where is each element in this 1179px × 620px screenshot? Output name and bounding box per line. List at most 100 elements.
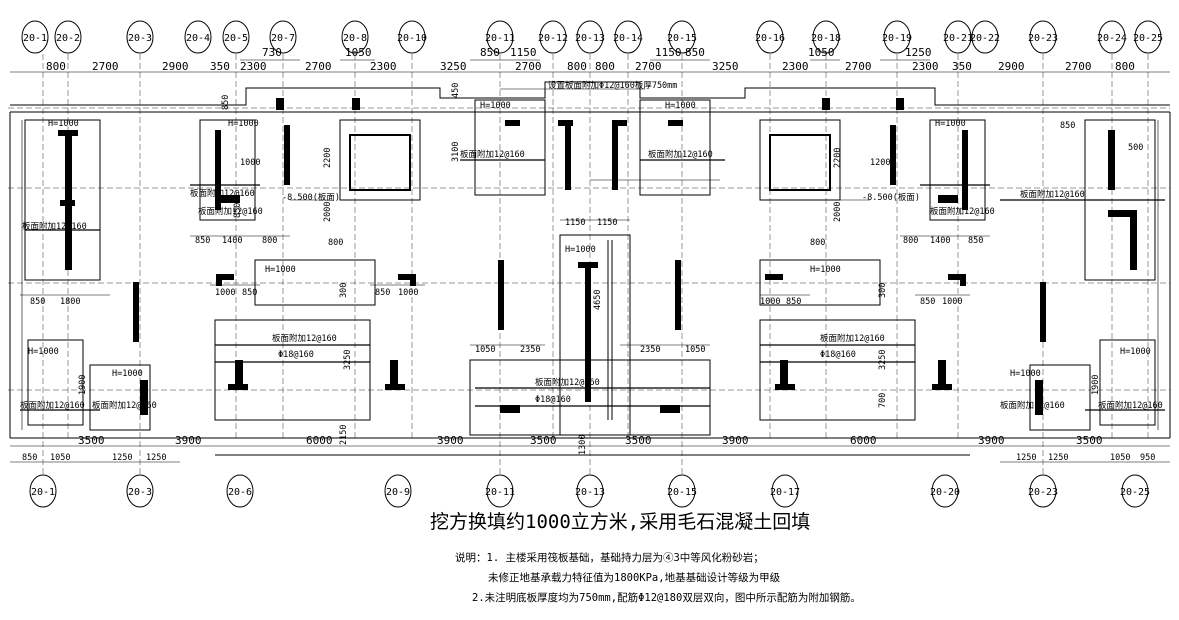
dim-text: 850 xyxy=(968,236,983,246)
note-line-2: 未修正地基承载力特征值为1800KPa,地基基础设计等级为甲级 xyxy=(488,571,781,584)
dim-text: 850 xyxy=(786,297,801,307)
rebar-label: 板面附加12@160 xyxy=(92,400,157,411)
axis-label: 20-8 xyxy=(343,33,367,44)
rebar-label: 板面附加12@160 xyxy=(190,188,255,199)
dim-text: 450 xyxy=(451,83,461,98)
dim-text: 3900 xyxy=(978,434,1005,447)
axis-label: 20-3 xyxy=(128,33,152,44)
depth-label: H=1000 xyxy=(265,265,296,275)
axis-label: 20-20 xyxy=(930,487,960,498)
axis-label: 20-6 xyxy=(228,487,252,498)
axis-bubble: 20-1 xyxy=(29,474,57,508)
axis-label: 20-16 xyxy=(755,33,785,44)
dim-text: 300 xyxy=(339,283,349,298)
bottom-dimensions: 3500 3900 6000 3900 3500 3500 3900 6000 … xyxy=(10,434,1170,463)
rebar-label: 板面附加12@160 xyxy=(648,149,713,160)
dim-text: 1250 xyxy=(1016,453,1036,463)
axis-label: 20-9 xyxy=(386,487,410,498)
rebar-label: Φ18@160 xyxy=(820,350,856,360)
dim-text: 1050 xyxy=(808,46,835,59)
axis-bubble: 20-19 xyxy=(882,20,912,54)
dim-text: 3500 xyxy=(1076,434,1103,447)
dim-text: 850 xyxy=(22,453,37,463)
dim-text: 850 xyxy=(1060,121,1075,131)
dim-text: 1400 xyxy=(930,236,950,246)
axis-bubble: 20-8 xyxy=(341,20,369,54)
dim-text: 1150 xyxy=(510,46,537,59)
elevation-label: -8.500(板面) xyxy=(862,192,920,203)
depth-label: H=1000 xyxy=(810,265,841,275)
inner-dimension-text: 850 1400 800 800 1400 850 850 1800 1000 … xyxy=(30,83,1143,455)
dim-text: 2700 xyxy=(845,60,872,73)
dim-text: 2350 xyxy=(640,345,660,355)
rebar-lines xyxy=(20,159,1165,411)
depth-label: H=1000 xyxy=(112,369,143,379)
depth-label: H=1000 xyxy=(48,119,79,129)
axis-label: 20-24 xyxy=(1097,33,1127,44)
dim-text: 6000 xyxy=(306,434,333,447)
axis-label: 20-17 xyxy=(770,487,800,498)
dim-text: 800 xyxy=(1115,60,1135,73)
dim-text: 1200 xyxy=(870,158,890,168)
elevation-label: -8.500(板面) xyxy=(282,192,340,203)
depth-label: H=1000 xyxy=(480,101,511,111)
axis-bubble: 20-15 xyxy=(667,20,697,54)
dim-text: 850 xyxy=(375,288,390,298)
shear-walls xyxy=(58,98,1137,415)
axis-label: 20-1 xyxy=(31,487,55,498)
rebar-label: 板面附加12@160 xyxy=(22,221,87,232)
dim-text: 950 xyxy=(1140,453,1155,463)
axis-bubble: 20-11 xyxy=(485,20,515,54)
dim-text: 800 xyxy=(810,238,825,248)
dim-text: 6000 xyxy=(850,434,877,447)
dim-text: 2700 xyxy=(92,60,119,73)
dim-text: 730 xyxy=(262,46,282,59)
dim-text: 3250 xyxy=(343,350,353,370)
axis-label: 20-10 xyxy=(397,33,427,44)
rebar-label: 板面附加12@160 xyxy=(1098,400,1163,411)
dim-text: 2700 xyxy=(635,60,662,73)
dim-text: 2300 xyxy=(370,60,397,73)
dim-text: 3250 xyxy=(712,60,739,73)
axis-label: 20-21 xyxy=(943,33,973,44)
dim-text: 350 xyxy=(210,60,230,73)
axis-label: 20-4 xyxy=(186,33,210,44)
dim-text: 1150 xyxy=(565,218,585,228)
axis-bubble: 20-17 xyxy=(770,474,800,508)
top-axis-bubbles: 20-1 20-2 20-3 20-4 20-5 20-7 20-8 20-10… xyxy=(21,20,1163,54)
dim-text: 1000 xyxy=(942,297,962,307)
axis-bubble: 20-14 xyxy=(613,20,643,54)
dim-text: 1000 xyxy=(240,158,260,168)
axis-bubble: 20-20 xyxy=(930,474,960,508)
dim-text: 850 xyxy=(685,46,705,59)
depth-label: H=1000 xyxy=(665,101,696,111)
axis-bubble: 20-13 xyxy=(575,20,605,54)
dim-text: 2300 xyxy=(240,60,267,73)
rebar-label: 板面附加12@160 xyxy=(1000,400,1065,411)
inner-dimension-lines xyxy=(20,88,990,346)
axis-bubble: 20-2 xyxy=(54,20,82,54)
raft-outline xyxy=(9,81,1171,456)
dim-text: 2150 xyxy=(339,425,349,445)
rebar-label: 板面附加12@160 xyxy=(1020,189,1085,200)
depth-label: H=1000 xyxy=(28,347,59,357)
axis-bubble: 20-25 xyxy=(1133,20,1163,54)
dim-text: 3500 xyxy=(625,434,652,447)
axis-label: 20-25 xyxy=(1120,487,1150,498)
dim-text: 2200 xyxy=(323,148,333,168)
dim-text: 850 xyxy=(920,297,935,307)
axis-label: 20-13 xyxy=(575,487,605,498)
dim-text: 1050 xyxy=(475,345,495,355)
depth-label: H=1000 xyxy=(565,245,596,255)
dim-text: 850 xyxy=(221,95,231,110)
dim-text: 850 xyxy=(233,203,243,218)
axis-bubble: 20-7 xyxy=(269,20,297,54)
dim-text: 800 xyxy=(595,60,615,73)
axis-bubble: 20-9 xyxy=(384,474,412,508)
dim-text: 2000 xyxy=(323,202,333,222)
axis-label: 20-18 xyxy=(811,33,841,44)
axis-label: 20-15 xyxy=(667,487,697,498)
axis-bubble: 20-16 xyxy=(755,20,785,54)
dim-text: 1050 xyxy=(1110,453,1130,463)
dim-text: 2900 xyxy=(998,60,1025,73)
